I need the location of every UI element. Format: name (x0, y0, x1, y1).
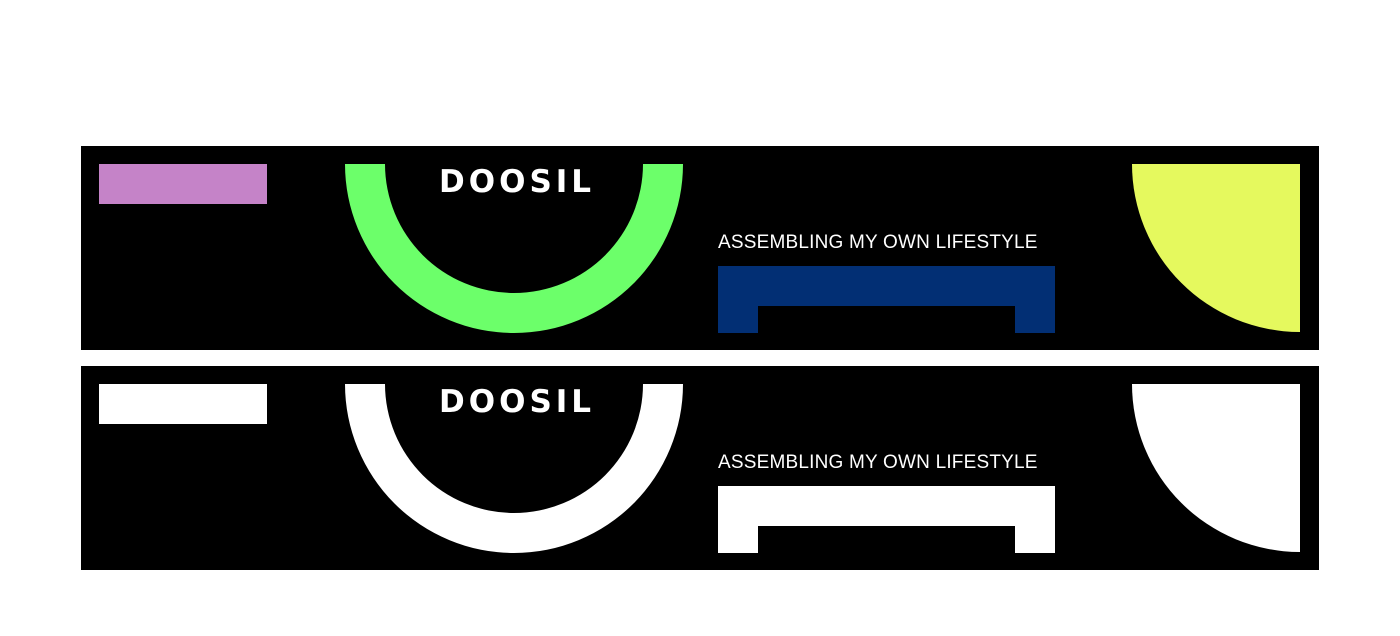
banner-mono: DOOSIL ASSEMBLING MY OWN LIFESTYLE (81, 366, 1319, 570)
banner-color: DOOSIL ASSEMBLING MY OWN LIFESTYLE (81, 146, 1319, 350)
brand-logo: DOOSIL (439, 386, 591, 418)
white-bracket-shape (718, 486, 1055, 553)
green-arc-shape (345, 164, 683, 334)
tagline-text: ASSEMBLING MY OWN LIFESTYLE (718, 232, 1038, 253)
white-quarter-circle-shape (1132, 384, 1300, 552)
brand-wordmark: DOOSIL (439, 384, 596, 420)
yellow-quarter-circle-shape (1132, 164, 1300, 332)
brand-wordmark: DOOSIL (439, 164, 596, 200)
white-rectangle-shape (99, 384, 267, 424)
tagline-text: ASSEMBLING MY OWN LIFESTYLE (718, 452, 1038, 473)
brand-logo: DOOSIL (439, 166, 591, 198)
white-arc-shape (345, 384, 683, 554)
blue-bracket-shape (718, 266, 1055, 333)
pink-rectangle-shape (99, 164, 267, 204)
